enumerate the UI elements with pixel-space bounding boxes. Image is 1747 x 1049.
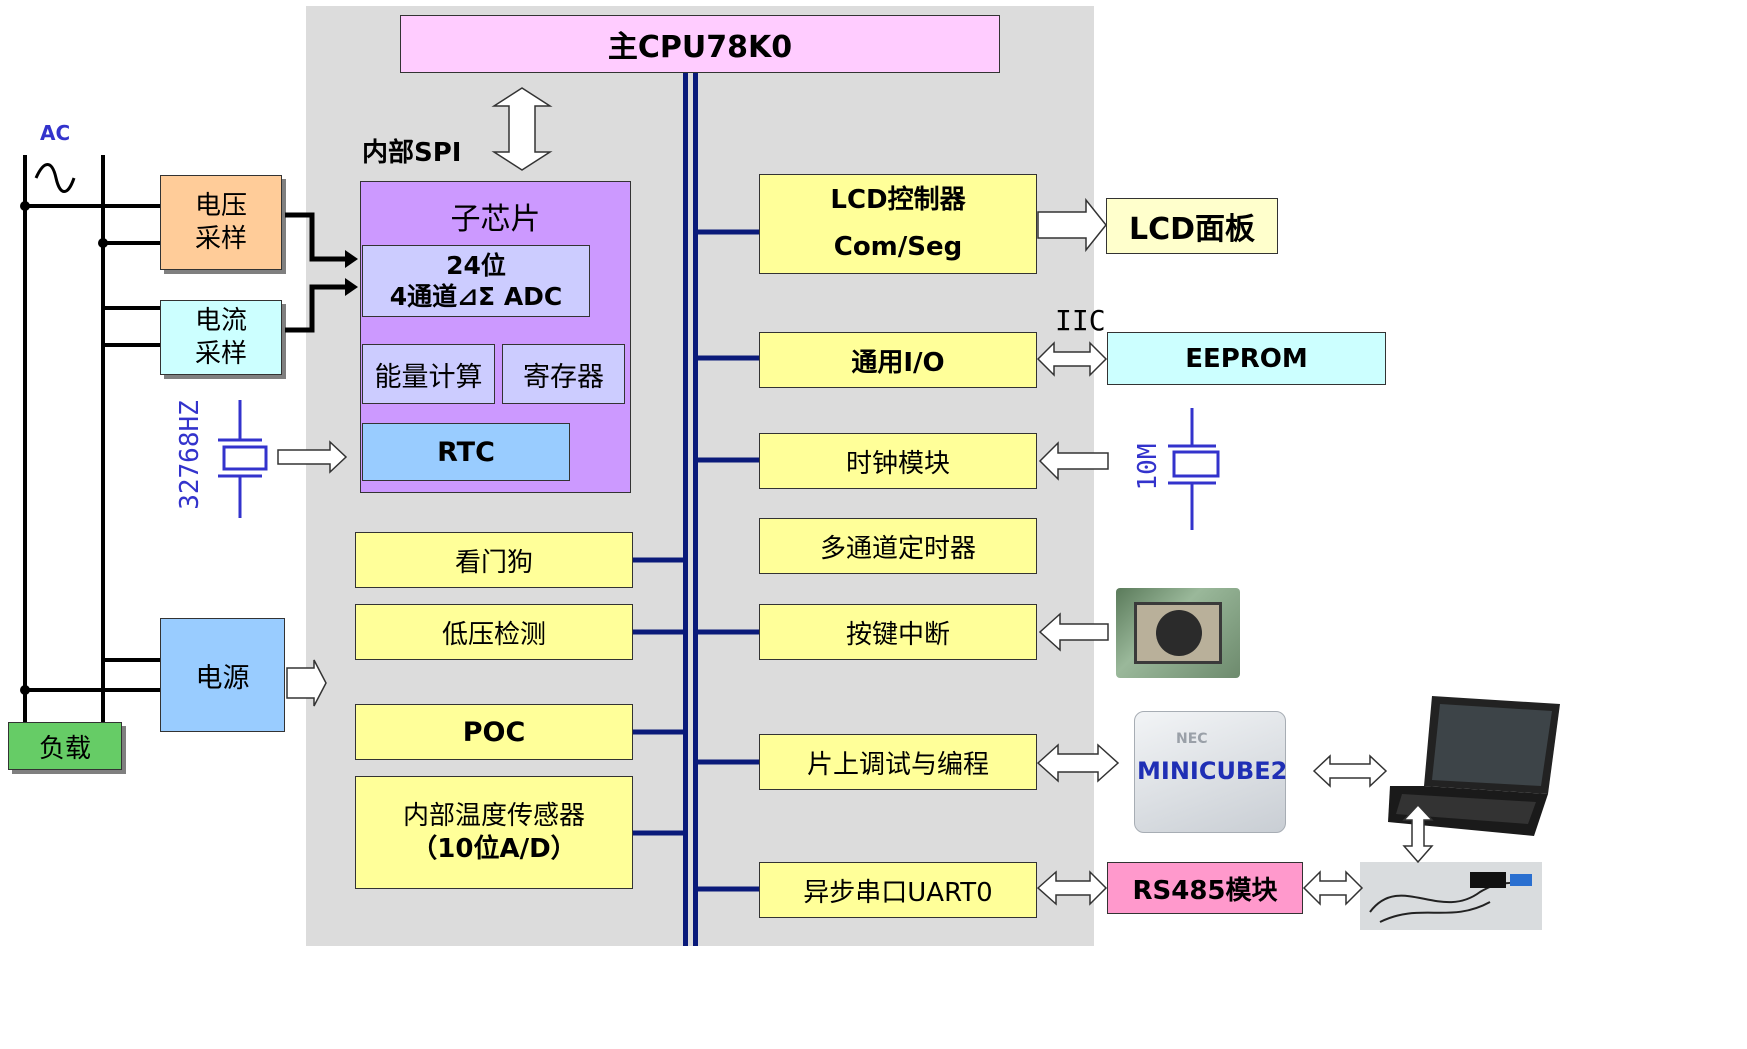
adc-channels-label: 4通道⊿Σ ADC: [389, 282, 563, 311]
poc-box: POC: [355, 704, 633, 760]
power-box: 电源: [160, 618, 285, 732]
key-interrupt-label: 按键中断: [845, 619, 950, 650]
energy-calc-box: 能量计算: [362, 344, 495, 404]
key-button-image: [1116, 588, 1240, 678]
voltage-label-1: 电压: [194, 191, 247, 221]
adc-bits-label: 24位: [446, 250, 506, 280]
gpio-label: 通用I/O: [851, 347, 945, 378]
main-bus-right: [693, 73, 698, 946]
main-cpu-label: 主CPU78K0: [607, 30, 793, 65]
main-cpu-box: 主CPU78K0: [400, 15, 1000, 73]
register-box: 寄存器: [502, 344, 625, 404]
power-label: 电源: [195, 662, 250, 694]
timer-box: 多通道定时器: [759, 518, 1037, 574]
spi-double-arrow: [491, 87, 553, 171]
rtc-label: RTC: [437, 436, 495, 468]
key-interrupt-box: 按键中断: [759, 604, 1037, 660]
spi-label: 内部SPI: [362, 138, 462, 168]
minicube-label: MINICUBE2: [1137, 757, 1288, 785]
junction-dots: [20, 201, 108, 695]
register-label: 寄存器: [523, 361, 604, 393]
laptop-image: [1388, 694, 1560, 836]
lcd-controller-box: LCD控制器 Com/Seg: [759, 174, 1037, 274]
low-voltage-detect-box: 低压检测: [355, 604, 633, 660]
watchdog-label: 看门狗: [454, 547, 533, 578]
crystal-32k-icon: [218, 400, 268, 518]
uart-label: 异步串口UART0: [803, 877, 993, 908]
iic-label: IIC: [1055, 304, 1106, 337]
timer-label: 多通道定时器: [819, 533, 976, 564]
main-bus-left: [683, 73, 688, 946]
lcd-comseg-label: Com/Seg: [833, 232, 963, 262]
ac-label: AC: [40, 121, 71, 145]
load-box: 负载: [8, 722, 122, 770]
voltage-label-2: 采样: [194, 223, 247, 254]
voltage-sampling-box: 电压 采样: [160, 175, 282, 270]
gpio-box: 通用I/O: [759, 332, 1037, 388]
ac-power-lines: [23, 155, 160, 722]
debug-box: 片上调试与编程: [759, 734, 1037, 790]
subchip-title: 子芯片: [450, 202, 541, 237]
rs485-box: RS485模块: [1107, 862, 1303, 914]
load-label: 负载: [38, 733, 91, 764]
lcd-panel-box: LCD面板: [1106, 198, 1278, 254]
poc-label: POC: [462, 716, 526, 748]
low-voltage-detect-label: 低压检测: [441, 619, 546, 650]
temp-sensor-sub-label: （10位A/D）: [411, 833, 577, 864]
current-label-1: 电流: [194, 306, 247, 336]
clock-module-box: 时钟模块: [759, 433, 1037, 489]
current-label-2: 采样: [194, 338, 247, 369]
rs485-label: RS485模块: [1132, 875, 1278, 906]
eeprom-box: EEPROM: [1107, 332, 1386, 385]
minicube-brand-label: NEC: [1176, 731, 1208, 747]
ac-sine-icon: [34, 163, 76, 193]
lcd-controller-label: LCD控制器: [830, 185, 966, 216]
uart-box: 异步串口UART0: [759, 862, 1037, 918]
energy-calc-label: 能量计算: [374, 361, 483, 393]
minicube-device: [1134, 711, 1286, 833]
crystal-10m-icon: [1168, 408, 1220, 530]
adc-box: 24位 4通道⊿Σ ADC: [362, 245, 590, 317]
clock-module-label: 时钟模块: [845, 448, 950, 479]
debug-label: 片上调试与编程: [806, 749, 989, 780]
usb-cable-image: [1360, 862, 1542, 930]
temp-sensor-box: 内部温度传感器 （10位A/D）: [355, 776, 633, 889]
lcd-panel-label: LCD面板: [1128, 212, 1256, 247]
watchdog-box: 看门狗: [355, 532, 633, 588]
current-sampling-box: 电流 采样: [160, 300, 282, 375]
temp-sensor-label: 内部温度传感器: [402, 801, 585, 831]
eeprom-label: EEPROM: [1185, 343, 1308, 374]
rtc-box: RTC: [362, 423, 570, 481]
